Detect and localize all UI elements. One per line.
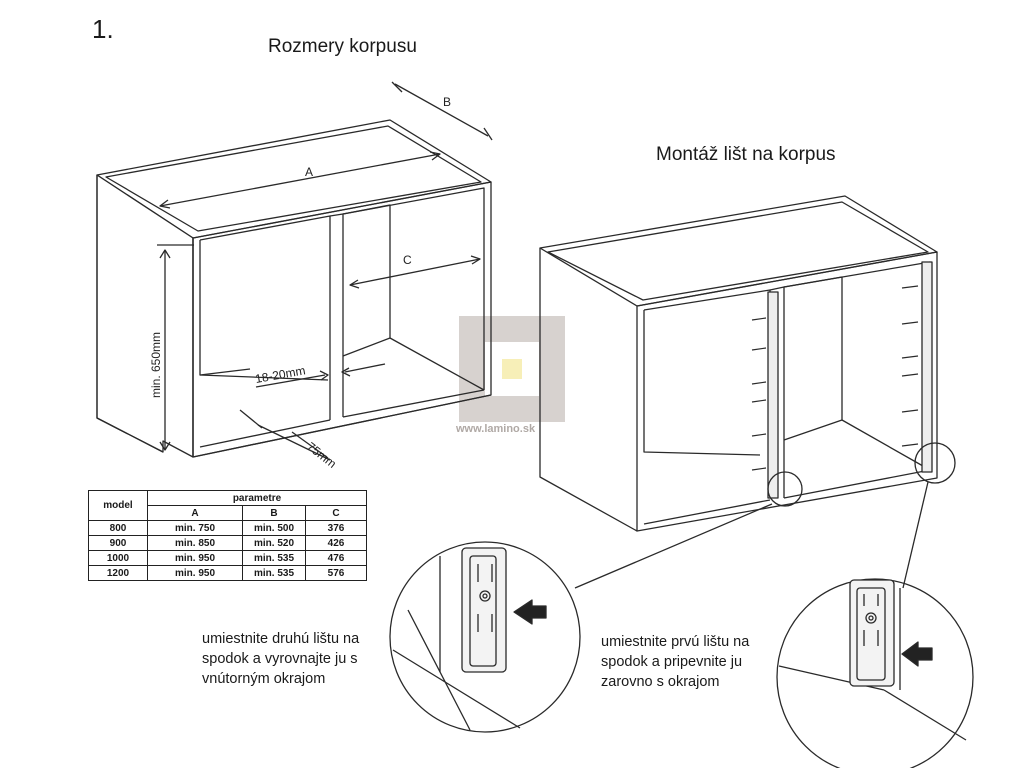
table-row: 800 min. 750 min. 500 376 <box>88 520 367 536</box>
cell-c: 576 <box>305 565 367 581</box>
cell-b: min. 500 <box>242 520 306 536</box>
detail-first-rail <box>776 578 974 768</box>
detail-second-rail <box>389 541 581 733</box>
cell-model: 900 <box>88 535 148 551</box>
dimensions-title: Rozmery korpusu <box>268 36 417 57</box>
instruction-first-rail: umiestnite prvú lištu na spodok a pripev… <box>601 634 750 690</box>
cell-c: 376 <box>305 520 367 536</box>
instruction-second-rail: umiestnite druhú lištu na spodok a vyrov… <box>202 631 360 687</box>
cell-b: min. 520 <box>242 535 306 551</box>
cell-model: 1000 <box>88 550 148 566</box>
step-number: 1. <box>92 14 114 44</box>
cell-a: min. 750 <box>147 520 243 536</box>
model-header: model <box>88 490 148 521</box>
cabinet-mounting-drawing <box>539 195 956 589</box>
cell-b: min. 535 <box>242 550 306 566</box>
cell-c: 426 <box>305 535 367 551</box>
mounting-title: Montáž lišt na korpus <box>656 144 836 165</box>
cell-a: min. 850 <box>147 535 243 551</box>
table-row: 1000 min. 950 min. 535 476 <box>88 550 367 566</box>
dim-a-label: A <box>305 165 313 179</box>
cell-a: min. 950 <box>147 565 243 581</box>
column-header: A <box>147 505 243 521</box>
watermark-text: www.lamino.sk <box>456 423 536 435</box>
parameters-table: model parametre A B C 800 min. 750 min. … <box>88 490 367 581</box>
cabinet-dimensions-drawing <box>96 81 493 461</box>
column-header: C <box>305 505 367 521</box>
cell-a: min. 950 <box>147 550 243 566</box>
cell-b: min. 535 <box>242 565 306 581</box>
table-row: 900 min. 850 min. 520 426 <box>88 535 367 551</box>
column-header: B <box>242 505 306 521</box>
table-row: 1200 min. 950 min. 535 576 <box>88 565 367 581</box>
lamino-logo <box>459 316 565 422</box>
dim-height-label: min. 650mm <box>149 332 163 398</box>
dim-c-label: C <box>403 253 412 267</box>
params-header: parametre <box>147 490 367 506</box>
dim-depth-offset-label: 75mm <box>304 439 339 471</box>
cell-model: 1200 <box>88 565 148 581</box>
cell-c: 476 <box>305 550 367 566</box>
cell-model: 800 <box>88 520 148 536</box>
dim-b-label: B <box>443 95 451 109</box>
